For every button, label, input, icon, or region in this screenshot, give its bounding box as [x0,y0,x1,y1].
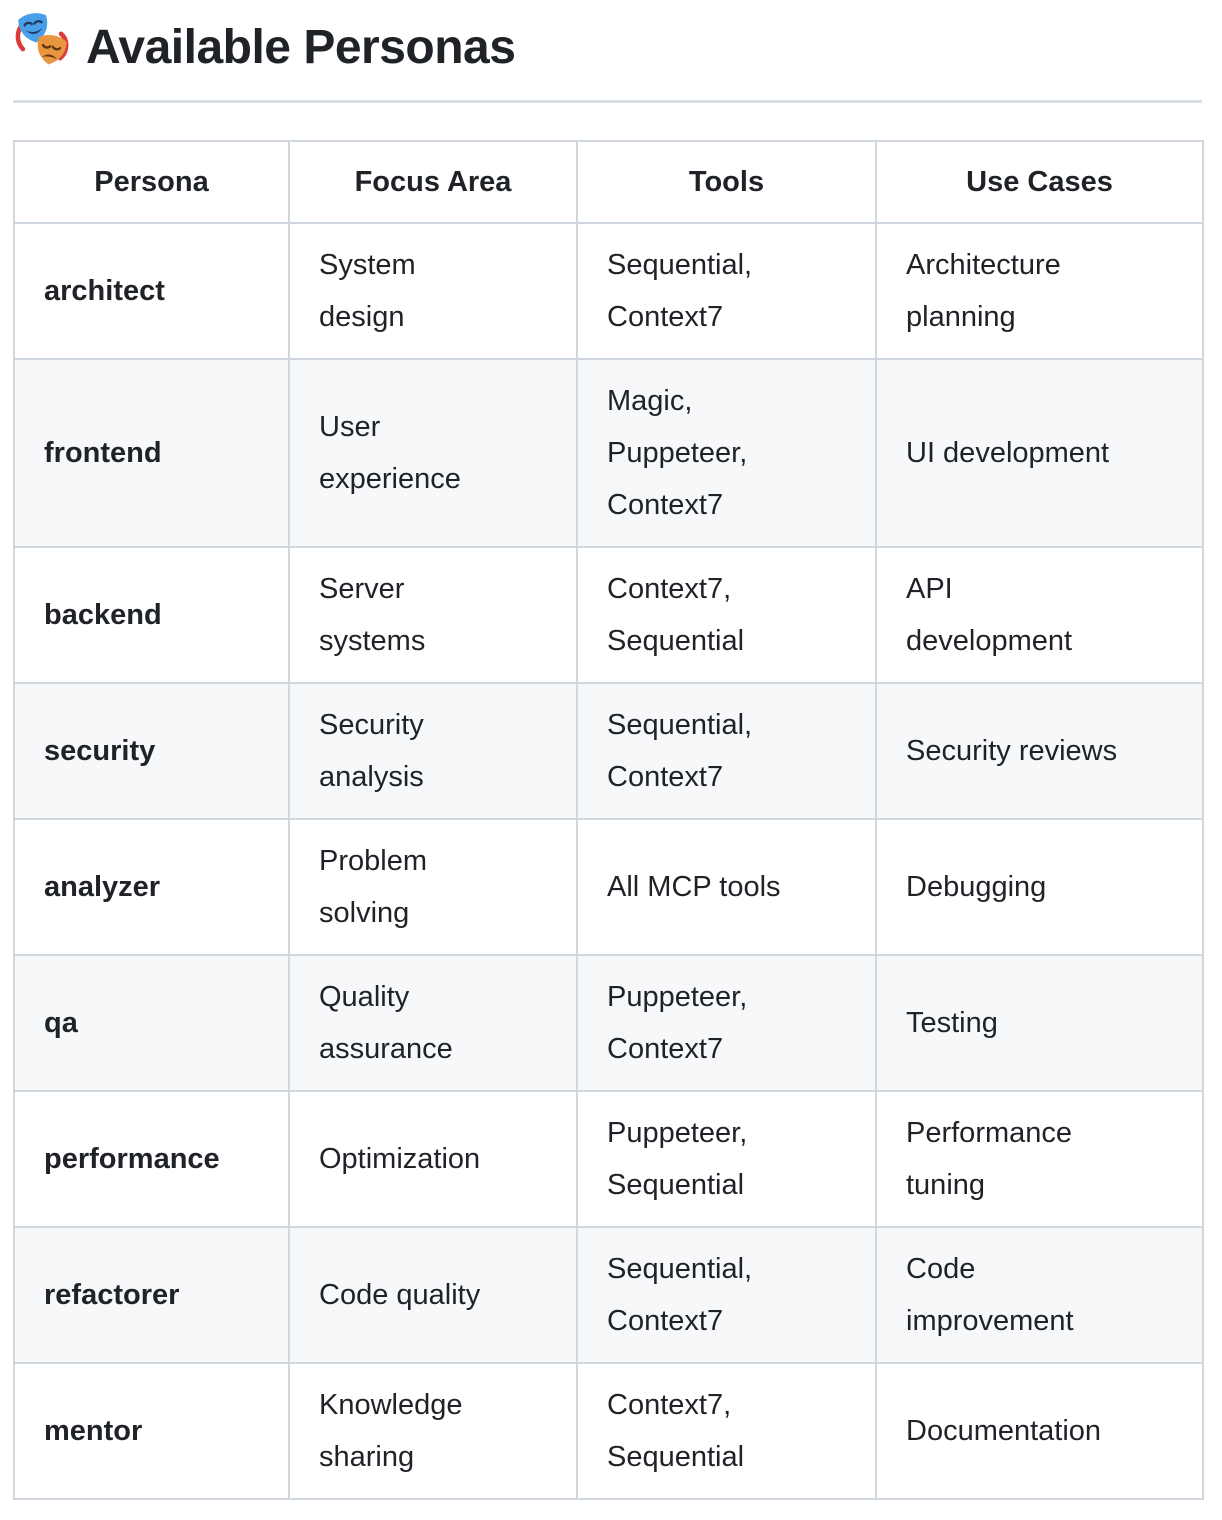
use-cases-cell: UI development [875,358,1204,548]
persona-cell: architect [13,222,290,360]
focus-area-cell: Quality assurance [288,954,578,1092]
page-title: Available Personas [13,12,1202,103]
focus-area-cell: Server systems [288,546,578,684]
tools-cell: Magic, Puppeteer, Context7 [576,358,877,548]
tools-cell: Puppeteer, Sequential [576,1090,877,1228]
focus-area-cell: Problem solving [288,818,578,956]
tools-cell: Context7, Sequential [576,1362,877,1500]
table-row: backend Server systems Context7, Sequent… [13,546,1204,684]
focus-area-cell: User experience [288,358,578,548]
table-row: security Security analysis Sequential, C… [13,682,1204,820]
tools-cell: Context7, Sequential [576,546,877,684]
column-header-use-cases: Use Cases [875,140,1204,224]
tools-cell: Sequential, Context7 [576,682,877,820]
use-cases-cell: Performance tuning [875,1090,1204,1228]
focus-area-cell: Optimization [288,1090,578,1228]
table-header-row: Persona Focus Area Tools Use Cases [13,140,1204,224]
table-row: analyzer Problem solving All MCP tools D… [13,818,1204,956]
persona-cell: refactorer [13,1226,290,1364]
persona-cell: qa [13,954,290,1092]
use-cases-cell: Testing [875,954,1204,1092]
tools-cell: Sequential, Context7 [576,1226,877,1364]
use-cases-cell: Architecture planning [875,222,1204,360]
tools-cell: Puppeteer, Context7 [576,954,877,1092]
persona-cell: frontend [13,358,290,548]
personas-table: Persona Focus Area Tools Use Cases archi… [13,140,1204,1500]
use-cases-cell: Debugging [875,818,1204,956]
persona-cell: backend [13,546,290,684]
table-row: mentor Knowledge sharing Context7, Seque… [13,1362,1204,1500]
use-cases-cell: Code improvement [875,1226,1204,1364]
persona-cell: performance [13,1090,290,1228]
table-row: performance Optimization Puppeteer, Sequ… [13,1090,1204,1228]
use-cases-cell: Documentation [875,1362,1204,1500]
performing-arts-masks-icon [13,12,71,84]
column-header-persona: Persona [13,140,290,224]
page-title-text: Available Personas [86,21,516,74]
focus-area-cell: System design [288,222,578,360]
tools-cell: Sequential, Context7 [576,222,877,360]
persona-cell: security [13,682,290,820]
column-header-tools: Tools [576,140,877,224]
persona-cell: mentor [13,1362,290,1500]
table-row: frontend User experience Magic, Puppetee… [13,358,1204,548]
focus-area-cell: Code quality [288,1226,578,1364]
focus-area-cell: Knowledge sharing [288,1362,578,1500]
table-row: qa Quality assurance Puppeteer, Context7… [13,954,1204,1092]
table-row: architect System design Sequential, Cont… [13,222,1204,360]
persona-cell: analyzer [13,818,290,956]
use-cases-cell: Security reviews [875,682,1204,820]
use-cases-cell: API development [875,546,1204,684]
tools-cell: All MCP tools [576,818,877,956]
table-row: refactorer Code quality Sequential, Cont… [13,1226,1204,1364]
column-header-focus-area: Focus Area [288,140,578,224]
focus-area-cell: Security analysis [288,682,578,820]
